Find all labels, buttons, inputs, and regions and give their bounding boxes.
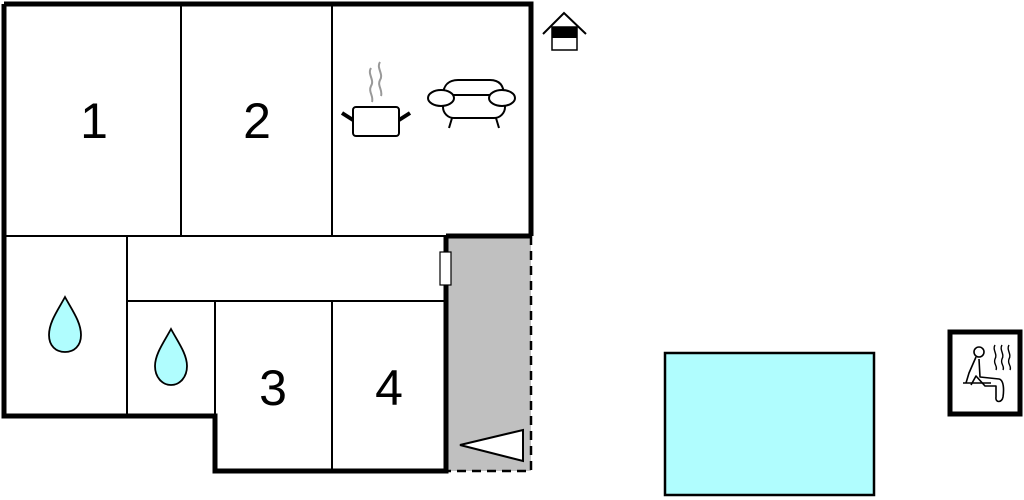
exterior-walls <box>1 1 534 474</box>
house-icon <box>542 11 587 51</box>
window <box>439 251 452 286</box>
water-drop-icon <box>154 327 188 386</box>
cooking-pot-icon <box>340 61 412 137</box>
interior-walls <box>4 4 531 471</box>
swimming-pool <box>663 351 876 497</box>
sofa-icon <box>427 79 516 129</box>
room-label-2: 2 <box>243 93 271 149</box>
terrace-dashed-edge <box>446 236 533 473</box>
sauna-icon <box>947 329 1023 417</box>
room-label-4: 4 <box>375 360 403 416</box>
room-label-3: 3 <box>259 360 287 416</box>
entrance-arrow-icon <box>459 428 524 463</box>
room-label-1: 1 <box>80 93 108 149</box>
water-drop-icon <box>48 295 82 353</box>
